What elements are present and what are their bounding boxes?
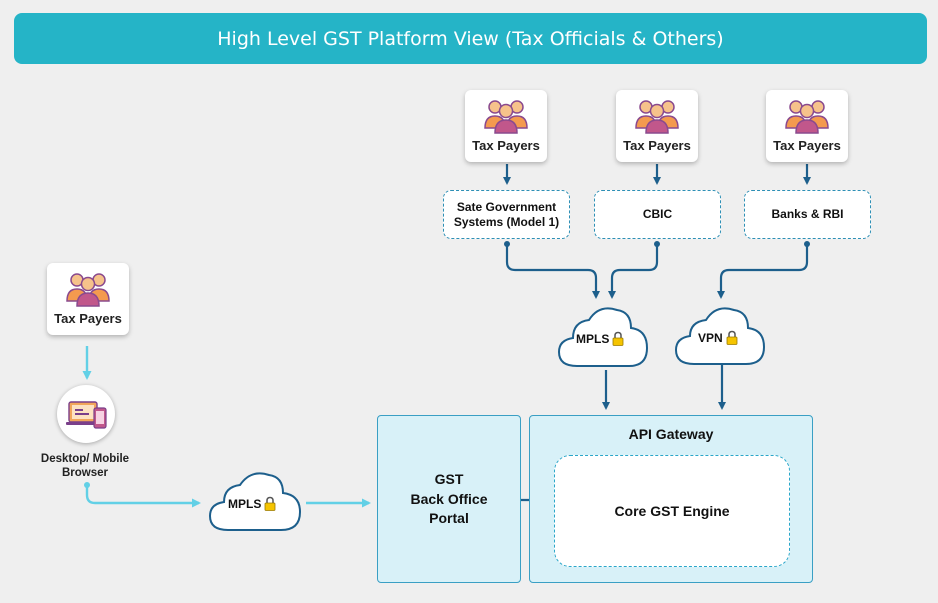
state-government-box: Sate Government Systems (Model 1) [443,190,570,239]
arrow-cbic-mpls [608,244,659,299]
device-label: Desktop/ Mobile Browser [20,452,150,481]
cbic-label: CBIC [642,207,673,222]
taxpayers-label-2: Tax Payers [623,138,691,153]
people-group-icon [635,100,679,134]
taxpayers-label-3: Tax Payers [773,138,841,153]
taxpayers-card-2: Tax Payers [616,90,698,162]
device-label-line1: Desktop/ Mobile [40,453,130,465]
mpls-top-cloud: MPLS [576,331,624,346]
taxpayers-card-3: Tax Payers [766,90,848,162]
mpls-top-label: MPLS [576,331,610,346]
people-group-icon [484,100,528,134]
page-title: High Level GST Platform View (Tax Offici… [217,27,724,50]
lock-icon [264,496,276,511]
gst-portal-line3: Portal [429,510,469,527]
taxpayers-label-1: Tax Payers [472,138,540,153]
core-engine-label: Core GST Engine [614,503,730,519]
taxpayers-card-left: Tax Payers [47,263,129,335]
lock-icon [726,330,738,345]
vpn-cloud: VPN [698,330,738,345]
arrow-banks-vpn [717,244,809,299]
gst-back-office-portal-panel [377,415,521,583]
title-banner: High Level GST Platform View (Tax Offici… [14,13,927,64]
taxpayers-label-left: Tax Payers [54,311,122,326]
taxpayers-card-1: Tax Payers [465,90,547,162]
mpls-bottom-cloud: MPLS [228,496,276,511]
arrow-state-mpls [505,244,600,299]
state-label-line2: Systems (Model 1) [453,214,560,229]
device-circle [57,385,115,443]
lock-icon [612,331,624,346]
banks-rbi-box: Banks & RBI [744,190,871,239]
gst-portal-line2: Back Office [410,490,488,507]
mpls-bottom-label: MPLS [228,496,262,511]
core-gst-engine-box: Core GST Engine [554,455,790,567]
api-gateway-label: API Gateway [628,426,714,442]
state-label-line1: Sate Government [456,200,557,215]
device-label-line2: Browser [61,467,109,480]
people-group-icon [785,100,829,134]
vpn-label: VPN [698,330,723,345]
gst-portal-line1: GST [434,471,464,487]
cloud-icon [557,307,649,367]
cbic-box: CBIC [594,190,721,239]
people-group-icon [66,273,110,307]
cloud-icon [674,307,766,365]
banks-label: Banks & RBI [771,207,844,222]
arrow-device-mpls [85,485,201,508]
cloud-icon [208,472,302,531]
devices-icon [66,401,107,429]
gst-portal-label: GST Back Office Portal [377,470,521,529]
